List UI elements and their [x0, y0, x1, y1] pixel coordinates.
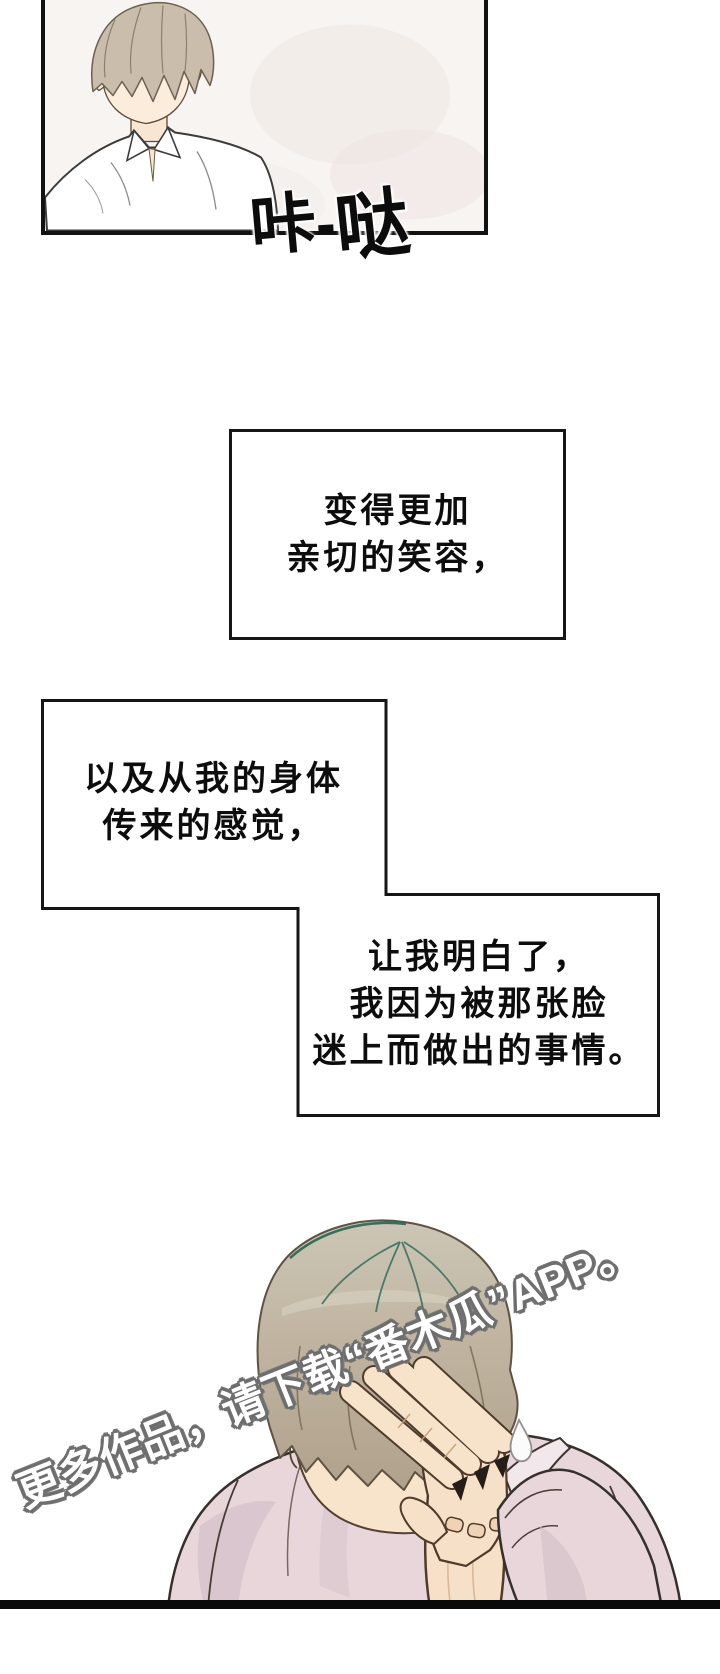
caption-line: 亲切的笑容，	[286, 538, 509, 577]
sfx-dash	[318, 224, 334, 234]
caption-text-3: 让我明白了， 我因为被那张脸 迷上而做出的事情。	[298, 893, 660, 1115]
caption-line: 迷上而做出的事情。	[312, 1031, 646, 1070]
sfx-click: 咔 哒	[247, 177, 472, 270]
top-panel-illustration	[45, 1, 484, 231]
top-panel	[41, 0, 488, 235]
caption-line: 变得更加	[323, 491, 472, 530]
caption-line: 传来的感觉，	[102, 807, 325, 845]
caption-line: 让我明白了，	[368, 937, 590, 976]
table-edge-line	[0, 1600, 720, 1609]
sfx-glyph-2: 哒	[331, 179, 414, 270]
bottom-panel-illustration	[166, 1219, 683, 1608]
sfx-glyph-1: 咔	[247, 184, 320, 264]
caption-line: 我因为被那张脸	[349, 984, 609, 1023]
caption-box-1	[229, 429, 566, 640]
caption-box-2-3-frame	[41, 699, 660, 1117]
caption-line: 以及从我的身体	[84, 760, 343, 798]
caption-text-2: 以及从我的身体 传来的感觉，	[41, 699, 386, 907]
bottom-panel	[0, 1146, 720, 1608]
caption-text-1: 变得更加 亲切的笑容，	[229, 429, 566, 640]
